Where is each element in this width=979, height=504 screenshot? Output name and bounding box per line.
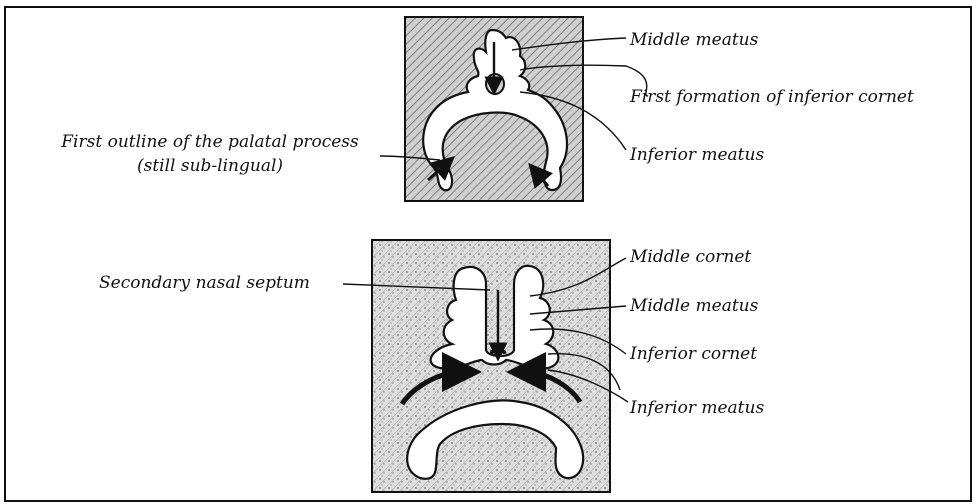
label-inferior-meatus-bottom: Inferior meatus xyxy=(630,397,764,419)
label-first-formation-inferior-cornet: First formation of inferior cornet xyxy=(630,86,914,108)
label-palatal-process-line1: First outline of the palatal process xyxy=(35,131,385,153)
label-middle-meatus-bottom: Middle meatus xyxy=(630,295,758,317)
label-secondary-nasal-septum: Secondary nasal septum xyxy=(99,272,310,294)
label-middle-meatus-top: Middle meatus xyxy=(630,29,758,51)
label-middle-cornet: Middle cornet xyxy=(630,246,751,268)
label-palatal-process-line2: (still sub-lingual) xyxy=(35,155,385,177)
bottom-section-panel xyxy=(372,240,610,492)
label-inferior-meatus-top: Inferior meatus xyxy=(630,144,764,166)
label-inferior-cornet: Inferior cornet xyxy=(630,343,757,365)
